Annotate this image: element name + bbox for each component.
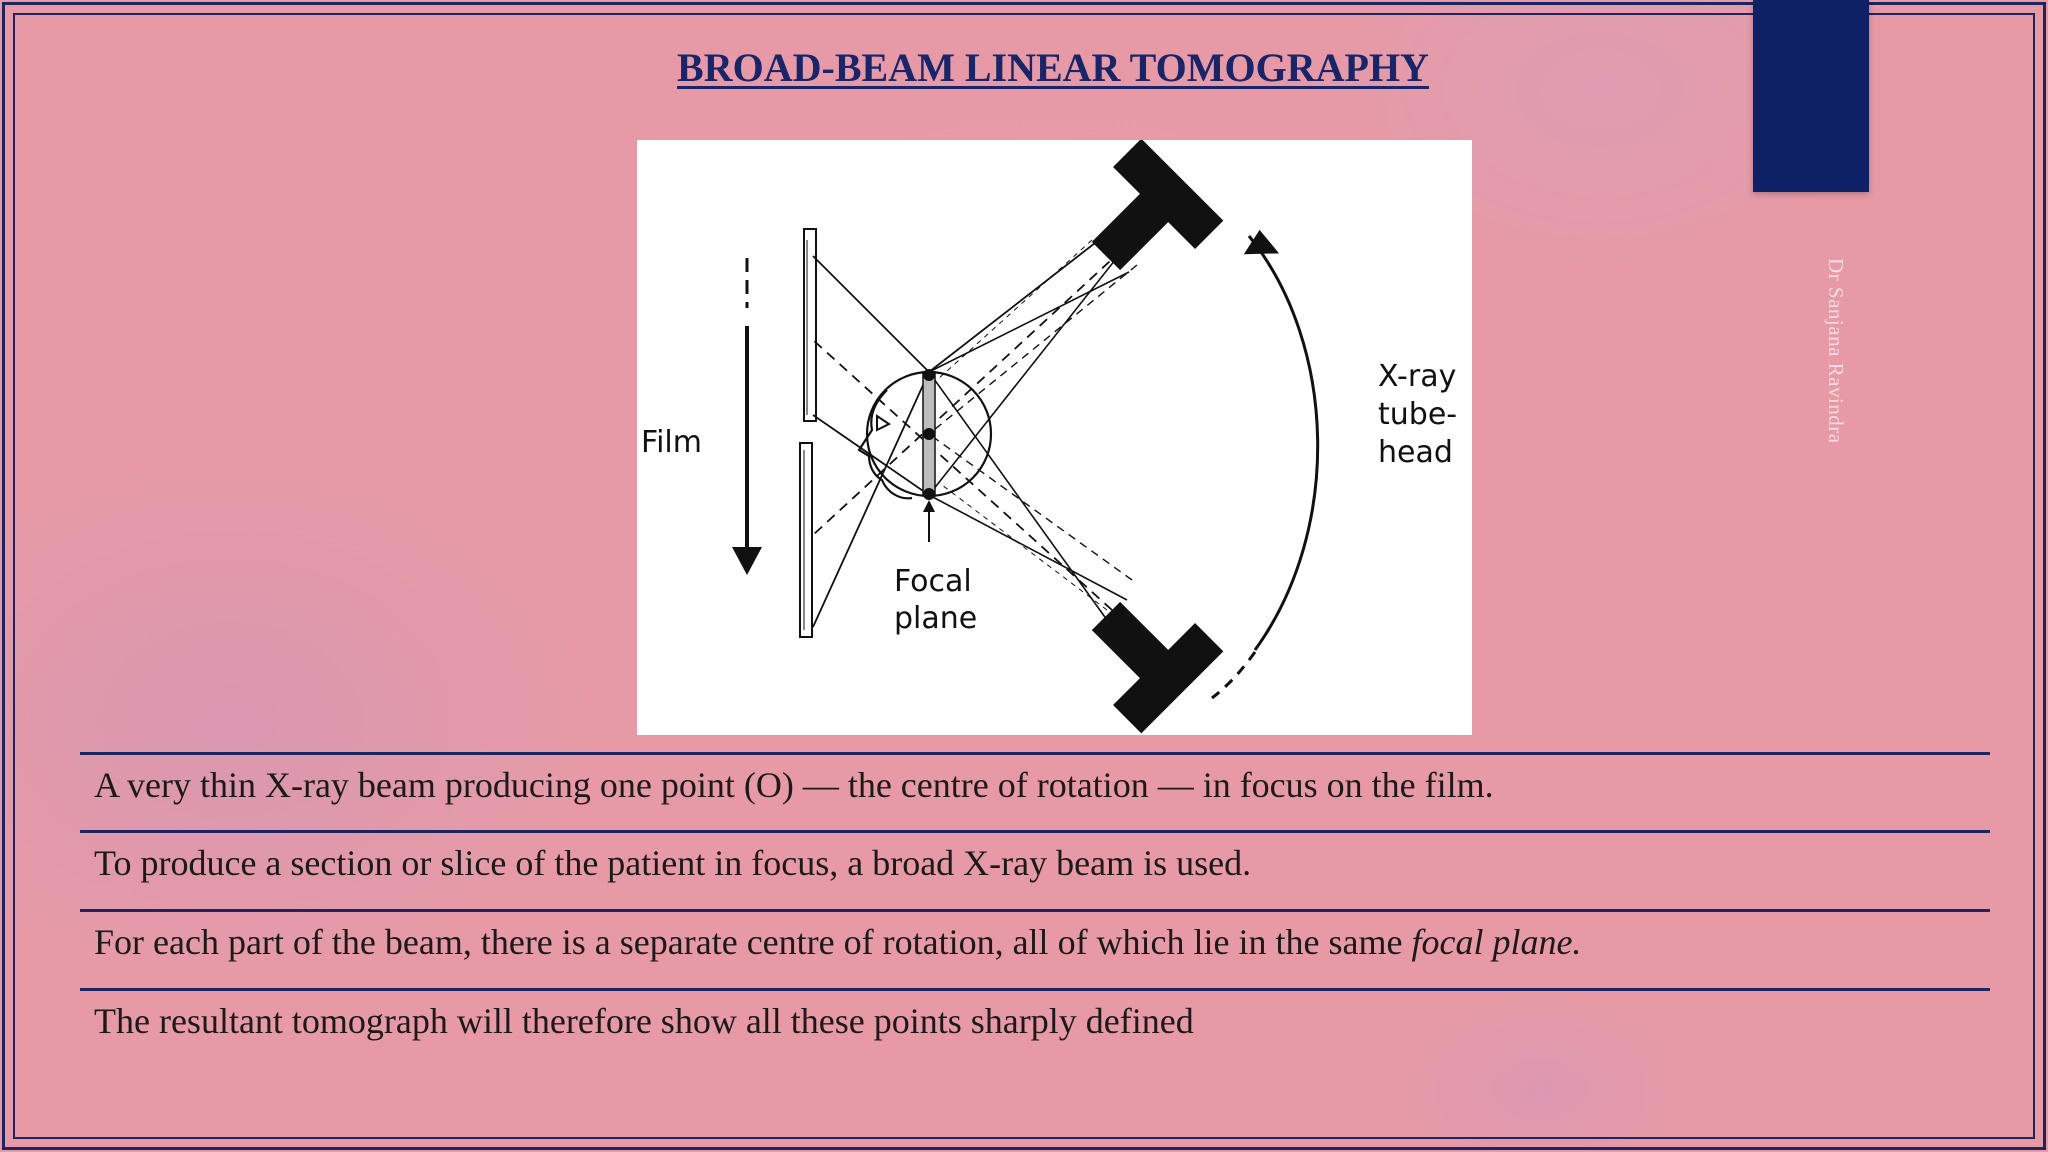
bullet-line-1: A very thin X-ray beam producing one poi… [94, 765, 1494, 805]
film-cassette-upper [803, 228, 817, 422]
tube-head-upper [1091, 140, 1224, 271]
label-focal-1: Focal [894, 564, 972, 599]
corner-accent-tab [1753, 0, 1869, 192]
divider-rule-1 [80, 752, 1990, 755]
focal-point-top [923, 369, 935, 381]
label-film: Film [641, 425, 702, 460]
film-direction-arrowhead [732, 547, 762, 575]
patient-eye [876, 414, 891, 432]
tomography-diagram: Film X-ray tube- head Focal plane [637, 140, 1472, 735]
patient-face-profile [857, 389, 913, 500]
tube-motion-arc [1247, 235, 1320, 651]
divider-rule-4 [80, 988, 1990, 991]
divider-rule-2 [80, 830, 1990, 833]
film-cassette-lower [799, 442, 813, 638]
tube-head-lower [1091, 601, 1224, 734]
tomography-diagram-svg: Film X-ray tube- head Focal plane [641, 140, 1457, 734]
divider-rule-3 [80, 909, 1990, 912]
tube-motion-arrowhead [1243, 229, 1280, 255]
label-tubehead-3: head [1378, 435, 1453, 470]
bullet-line-2: To produce a section or slice of the pat… [94, 843, 1252, 883]
label-tubehead-1: X-ray [1378, 359, 1456, 394]
bullet-line-4: The resultant tomograph will therefore s… [94, 1001, 1194, 1041]
author-credit: Dr Sanjana Ravindra [1824, 258, 1848, 444]
bullet-line-3-emphasis: focal plane. [1411, 922, 1582, 962]
focal-point-centre [923, 428, 935, 440]
bullet-line-3: For each part of the beam, there is a se… [94, 921, 1974, 963]
slide-title: BROAD-BEAM LINEAR TOMOGRAPHY [677, 45, 1429, 90]
bullet-line-3-text: For each part of the beam, there is a se… [94, 922, 1412, 962]
label-focal-2: plane [894, 601, 977, 636]
focal-point-bottom [923, 488, 935, 500]
label-tubehead-2: tube- [1378, 397, 1457, 432]
